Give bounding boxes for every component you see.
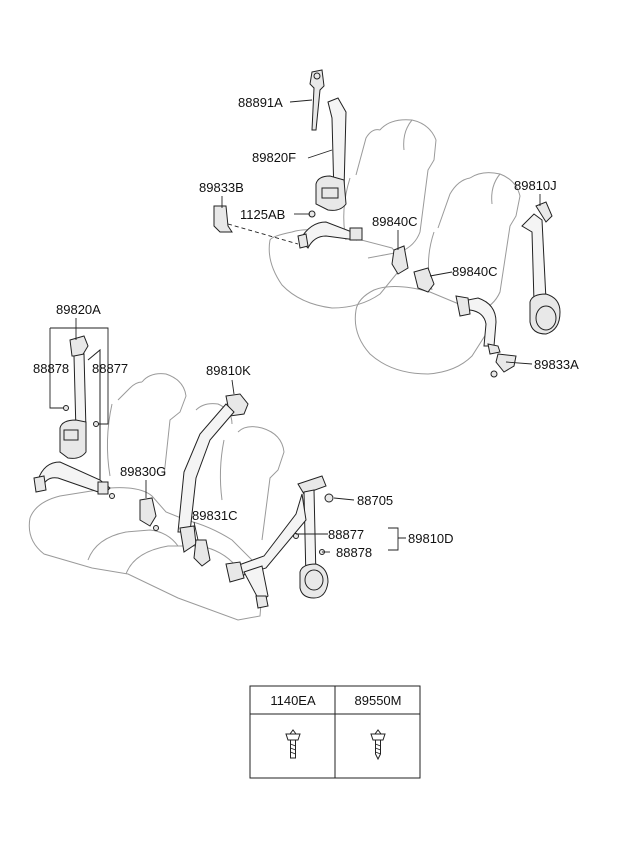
label-88891A: 88891A <box>238 95 283 110</box>
label-89820F: 89820F <box>252 150 296 165</box>
label-89833A: 89833A <box>534 357 579 372</box>
rear-left-belt-assembly <box>33 335 115 499</box>
label-89833B: 89833B <box>199 180 244 195</box>
label-88877-left: 88877 <box>92 361 128 376</box>
label-89830G: 89830G <box>120 464 166 479</box>
label-89810D: 89810D <box>408 531 454 546</box>
label-88877-right: 88877 <box>328 527 364 542</box>
bolt-icon <box>285 729 301 759</box>
label-89831C: 89831C <box>192 508 238 523</box>
label-89810J: 89810J <box>514 178 557 193</box>
fastener-table: 1140EA 89550M <box>249 685 421 779</box>
table-header-89550M: 89550M <box>355 693 402 708</box>
label-88878-left: 88878 <box>33 361 69 376</box>
label-1125AB: 1125AB <box>240 207 285 222</box>
front-right-seat <box>354 172 521 375</box>
label-88705: 88705 <box>357 493 393 508</box>
label-88878-right: 88878 <box>336 545 372 560</box>
rear-center-belt-assembly <box>139 393 249 567</box>
front-left-belt-assembly <box>213 69 435 293</box>
label-89820A: 89820A <box>56 302 101 317</box>
table-header-1140EA: 1140EA <box>270 693 316 708</box>
front-labels: 88891A 89820F 89833B 1125AB 89840C 89840… <box>199 95 579 372</box>
leader-lines <box>49 99 541 553</box>
screw-icon <box>370 729 386 761</box>
label-89810K: 89810K <box>206 363 251 378</box>
rear-labels: 89820A 88878 88877 89810K 89830G 89831C … <box>33 302 454 560</box>
label-89840C-upper: 89840C <box>372 214 418 229</box>
rear-right-belt-assembly <box>225 475 334 609</box>
label-89840C-lower: 89840C <box>452 264 498 279</box>
front-right-belt-assembly <box>455 201 561 378</box>
